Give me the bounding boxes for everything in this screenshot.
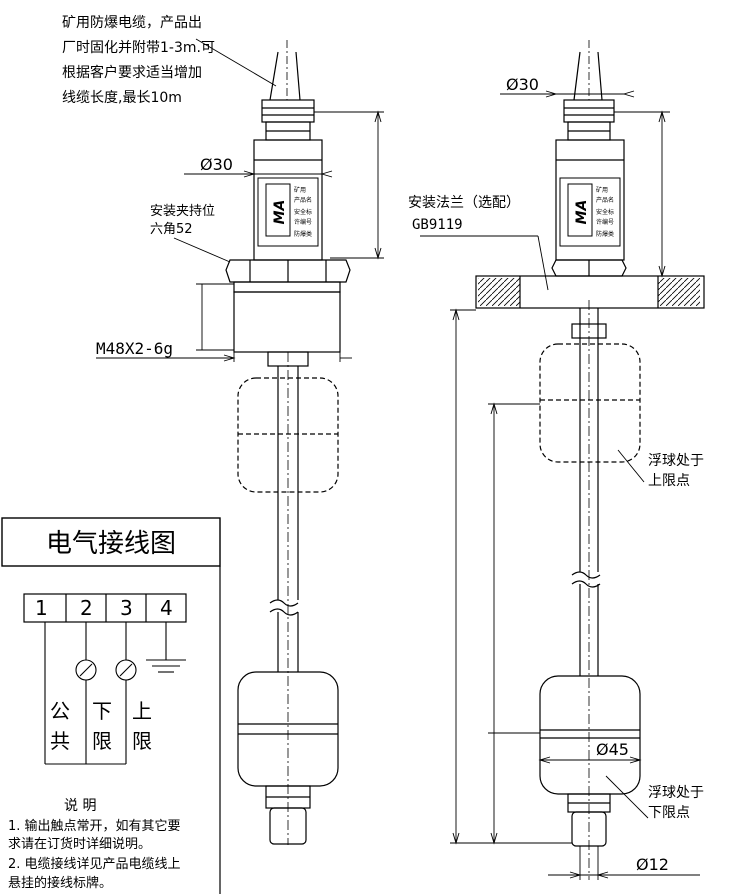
left-rod [269, 352, 299, 845]
float-diameter-label: Ø45 [596, 740, 629, 759]
terminal-3: 3 [120, 596, 133, 620]
label-common-1: 公 [50, 699, 70, 723]
left-nameplate: MA 矿用 产品名 安全标 许编号 防爆类 [265, 183, 312, 238]
notes-heading: 说 明 [64, 798, 96, 814]
wiring-diagram: 电气接线图 1 2 3 4 公 共 下 [1, 517, 221, 894]
left-cable-note: 矿用防爆电缆，产品出 厂时固化并附带1-3m.可 根据客户要求适当增加 线缆长度… [62, 15, 215, 106]
terminal-2: 2 [80, 596, 93, 620]
lower-float-label-1: 浮球处于 [648, 785, 704, 801]
flange-label-line-1: 安装法兰（选配） [408, 195, 520, 211]
label-upper-1: 上 [132, 699, 152, 723]
lower-float-label-2: 下限点 [648, 805, 690, 821]
label-upper-2: 限 [132, 729, 152, 753]
cable-note-line-4: 线缆长度,最长10m [62, 90, 182, 106]
left-dimensions [96, 38, 384, 362]
left-plate-line-4: 许编号 [294, 218, 312, 226]
terminal-block [23, 593, 187, 623]
right-nameplate: MA 矿用 产品名 安全标 许编号 防爆类 [567, 183, 614, 238]
wiring-lines [44, 622, 186, 765]
right-float-lower-position [539, 675, 641, 795]
note-line-3: 2. 电缆接线详见产品电缆线上 [8, 856, 181, 872]
right-bottom-stop [567, 793, 611, 847]
clamp-label-line-2: 六角52 [150, 222, 193, 237]
right-plate-line-4: 许编号 [596, 218, 614, 226]
right-cable [573, 40, 603, 101]
note-line-4: 悬挂的接线标牌。 [8, 875, 112, 891]
left-sensor-view [225, 40, 351, 845]
thread-label: M48X2-6g [96, 339, 173, 358]
right-housing [555, 139, 625, 261]
note-line-1: 1. 输出触点常开，如有其它要 [8, 818, 181, 834]
right-dimensions [420, 90, 700, 880]
right-sensor-view [475, 40, 705, 880]
cable-note-line-2: 厂时固化并附带1-3m.可 [62, 40, 215, 56]
note-line-2: 求请在订货时详细说明。 [8, 836, 151, 852]
label-lower-2: 限 [92, 729, 112, 753]
left-plate-line-3: 安全标 [294, 208, 312, 216]
right-flange [475, 275, 705, 309]
notes: 说 明 1. 输出触点常开，如有其它要 求请在订货时详细说明。 2. 电缆接线详… [8, 798, 181, 891]
right-diameter-top: Ø30 [506, 75, 539, 94]
wiring-title: 电气接线图 [46, 529, 176, 559]
right-float-upper-position [539, 343, 641, 463]
terminal-4: 4 [160, 596, 173, 620]
left-diameter-label: Ø30 [200, 155, 233, 174]
left-thread [233, 281, 341, 353]
left-hex-nut [225, 259, 351, 283]
right-cable-gland [563, 99, 615, 141]
label-lower-1: 下 [92, 699, 112, 723]
flange-label-line-2: GB9119 [412, 217, 463, 233]
left-cable-gland [261, 99, 315, 141]
left-float-upper-position [237, 377, 339, 493]
right-plate-line-3: 安全标 [596, 208, 614, 216]
right-logo: MA [574, 200, 590, 225]
clamp-label-line-1: 安装夹持位 [150, 204, 215, 219]
label-common-2: 共 [50, 729, 70, 753]
terminal-1: 1 [35, 596, 48, 620]
left-cable [269, 40, 301, 101]
left-logo: MA [272, 200, 288, 225]
upper-float-label-2: 上限点 [648, 473, 690, 489]
right-plate-line-5: 防爆类 [596, 230, 614, 238]
upper-float-label-1: 浮球处于 [648, 453, 704, 469]
right-rod [571, 300, 601, 880]
right-plate-line-1: 矿用 [596, 186, 608, 194]
right-plate-line-2: 产品名 [596, 196, 614, 204]
cable-note-line-3: 根据客户要求适当增加 [62, 64, 202, 81]
left-plate-line-1: 矿用 [294, 186, 306, 194]
cable-note-line-1: 矿用防爆电缆，产品出 [62, 15, 202, 31]
rod-diameter-label: Ø12 [636, 855, 669, 874]
right-hex-nut [551, 259, 627, 277]
left-plate-line-5: 防爆类 [294, 230, 312, 238]
left-bottom-stop [265, 785, 311, 845]
left-plate-line-2: 产品名 [294, 196, 312, 204]
